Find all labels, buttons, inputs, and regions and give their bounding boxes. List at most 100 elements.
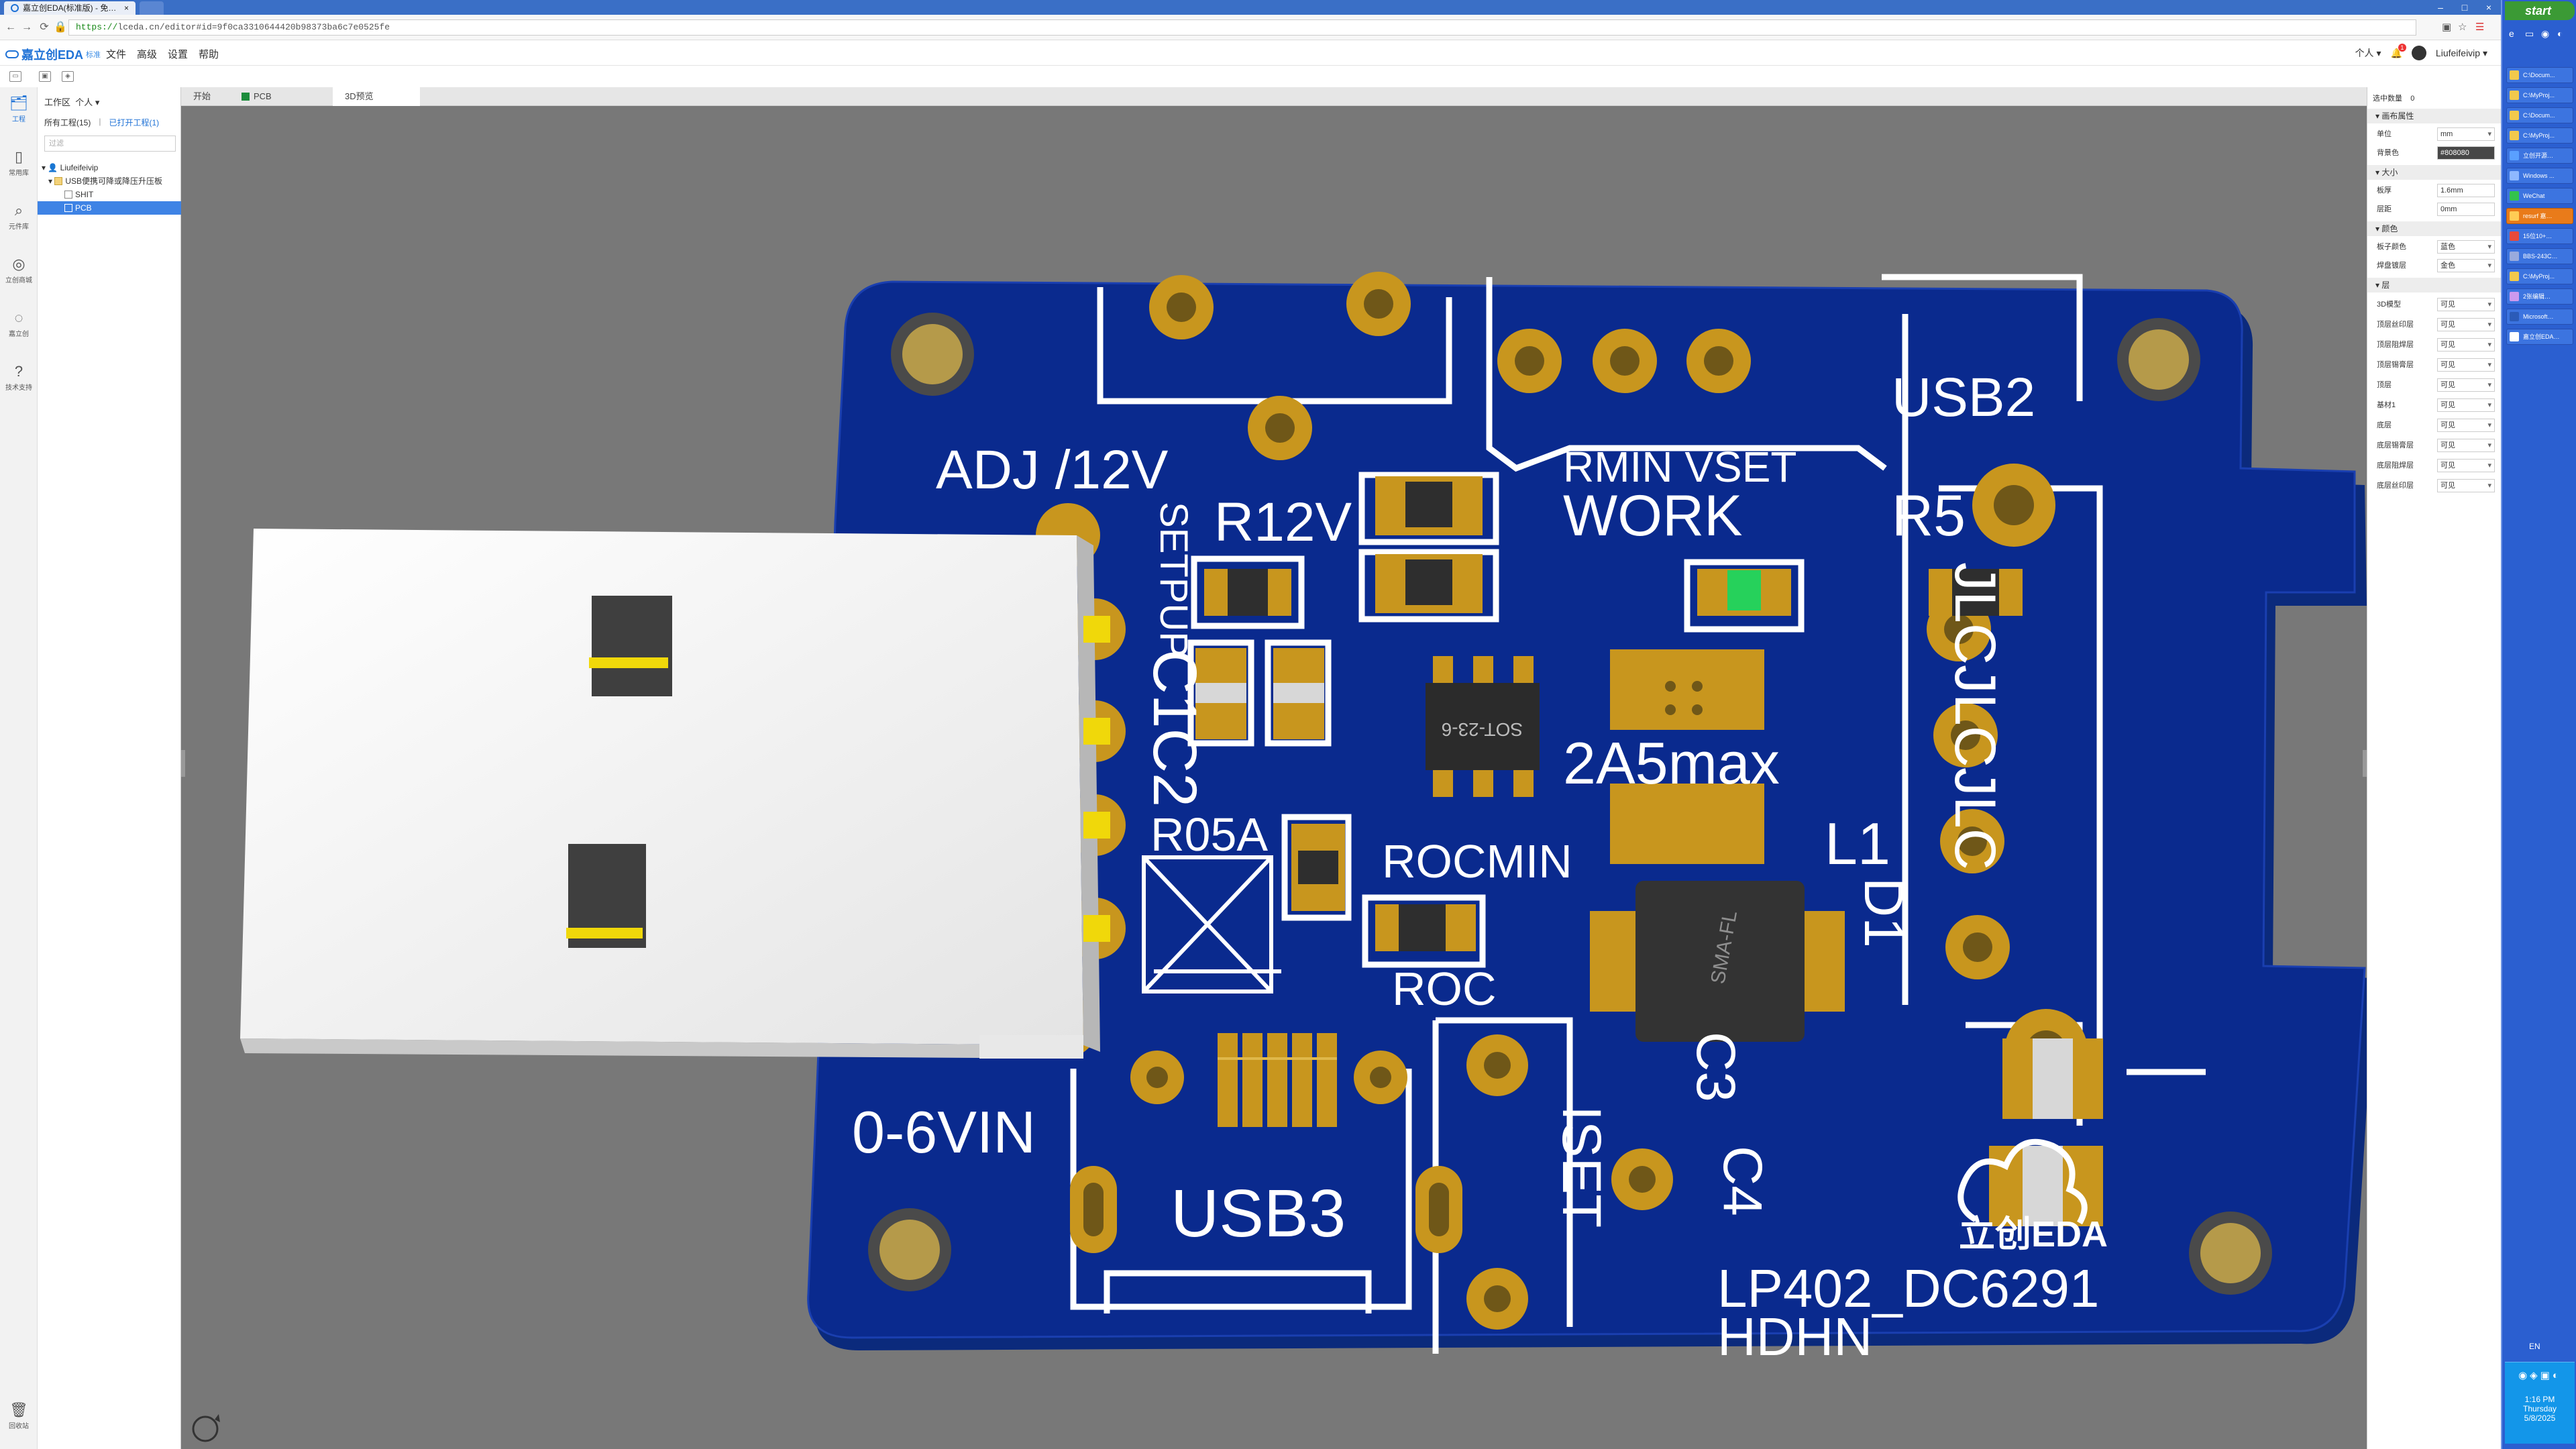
start-button[interactable]: start bbox=[2505, 1, 2575, 20]
pad-finish-select[interactable]: 金色 bbox=[2437, 259, 2495, 272]
rail-jlc[interactable]: ◌嘉立创 bbox=[0, 310, 38, 339]
rail-common-lib[interactable]: ▯常用库 bbox=[0, 149, 38, 178]
rail-support[interactable]: ?技术支持 bbox=[0, 364, 38, 392]
group-size[interactable]: ▾ 大小 bbox=[2367, 165, 2502, 180]
label-vin: 0-6VIN bbox=[852, 1099, 1036, 1165]
tab-start[interactable]: 开始 bbox=[193, 91, 211, 101]
url-field[interactable]: https://lceda.cn/editor#id=9f0ca33106444… bbox=[68, 19, 2416, 36]
rail-project-label: 工程 bbox=[12, 116, 25, 123]
store-icon: ◎ bbox=[12, 256, 25, 272]
back-arrow-icon[interactable]: ← bbox=[5, 21, 16, 33]
save-icon[interactable]: ▣ bbox=[39, 71, 51, 82]
quicklaunch-media-icon[interactable]: ◉ bbox=[2541, 28, 2550, 39]
group-canvas[interactable]: ▾ 画布属性 bbox=[2367, 109, 2502, 123]
tree-pcb[interactable]: PCB bbox=[38, 201, 181, 215]
folder-icon bbox=[54, 177, 63, 185]
minimize-button[interactable]: – bbox=[2438, 2, 2443, 13]
layer-visibility-select[interactable]: 可见 bbox=[2437, 318, 2495, 331]
lock-icon: 🔒 bbox=[54, 21, 67, 33]
rail-project[interactable]: 🗂工程 bbox=[0, 95, 38, 124]
unit-select[interactable]: mm bbox=[2437, 127, 2495, 141]
language-indicator[interactable]: EN bbox=[2529, 1342, 2540, 1351]
project-filter-input[interactable]: 过滤 bbox=[44, 136, 176, 152]
bookmark-star-icon[interactable]: ☆ bbox=[2458, 21, 2467, 33]
rail-lcsc-store[interactable]: ◎立创商城 bbox=[0, 256, 38, 285]
selection-count-value: 0 bbox=[2410, 95, 2415, 103]
bell-icon[interactable]: 🔔1 bbox=[2390, 43, 2406, 59]
pcb-3d-render[interactable]: SOT-23-6 SMA-FL ADJ /12V SET bbox=[181, 106, 2367, 1449]
layer-visibility-select[interactable]: 可见 bbox=[2437, 298, 2495, 311]
reset-view-icon[interactable] bbox=[192, 1414, 220, 1442]
taskbar-item[interactable]: 立创开源… bbox=[2506, 148, 2573, 164]
tree-user[interactable]: ▾ 👤 Liufeifeivip bbox=[42, 163, 99, 172]
folder-icon[interactable]: ▭ bbox=[9, 71, 21, 82]
3d-viewport[interactable]: SOT-23-6 SMA-FL ADJ /12V SET bbox=[181, 106, 2367, 1449]
taskbar-item[interactable]: C:\Docum... bbox=[2506, 67, 2573, 83]
taskbar-item[interactable]: C:\Docum... bbox=[2506, 107, 2573, 123]
layers-icon[interactable]: ◈ bbox=[62, 71, 74, 82]
layer-visibility-select[interactable]: 可见 bbox=[2437, 419, 2495, 432]
workspace-selector[interactable]: 工作区 个人 ▾ bbox=[44, 97, 100, 107]
layer-visibility-select[interactable]: 可见 bbox=[2437, 338, 2495, 352]
spacing-label: 层距 bbox=[2377, 205, 2392, 213]
app-logo[interactable]: 嘉立创EDA 标准 bbox=[5, 46, 101, 63]
taskbar-item[interactable]: 2张编辑… bbox=[2506, 288, 2573, 305]
taskbar-item[interactable]: WeChat bbox=[2506, 188, 2573, 204]
rail-recycle-bin[interactable]: 🗑回收站 bbox=[0, 1402, 38, 1431]
layer-visibility-select[interactable]: 可见 bbox=[2437, 378, 2495, 392]
group-color[interactable]: ▾ 颜色 bbox=[2367, 221, 2502, 236]
menu-advanced[interactable]: 高级 bbox=[137, 49, 158, 60]
thickness-input[interactable]: 1.6mm bbox=[2437, 184, 2495, 197]
layer-visibility-select[interactable]: 可见 bbox=[2437, 479, 2495, 492]
taskbar-item[interactable]: Microsoft… bbox=[2506, 309, 2573, 325]
tab-open-projects[interactable]: 已打开工程(1) bbox=[109, 118, 160, 127]
board-color-select[interactable]: 蓝色 bbox=[2437, 240, 2495, 254]
personal-menu[interactable]: 个人 ▾ bbox=[2355, 48, 2381, 58]
silkscreen-outlines bbox=[1070, 274, 2206, 1354]
taskbar-item[interactable]: Windows ... bbox=[2506, 168, 2573, 184]
tree-sheet[interactable]: SHIT bbox=[38, 188, 181, 201]
tree-project[interactable]: ▾ USB便携可降或降压升压板 bbox=[48, 176, 163, 186]
taskbar-item-label: C:\Docum... bbox=[2523, 72, 2555, 78]
layer-visibility-select[interactable]: 可见 bbox=[2437, 439, 2495, 452]
quicklaunch-desktop-icon[interactable]: ▭ bbox=[2525, 28, 2534, 39]
rail-component-lib[interactable]: ⌕元件库 bbox=[0, 203, 38, 231]
tab-pcb[interactable]: PCB bbox=[229, 87, 284, 106]
new-tab-button[interactable] bbox=[140, 1, 164, 15]
taskbar-item-active[interactable]: resurf 嘉… bbox=[2506, 208, 2573, 224]
username-menu[interactable]: Liufeifeivip ▾ bbox=[2435, 47, 2487, 58]
browser-menu-icon[interactable]: ☰ bbox=[2475, 21, 2485, 33]
extensions-icon[interactable]: ▣ bbox=[2442, 21, 2452, 33]
avatar[interactable] bbox=[2411, 46, 2426, 60]
username: Liufeifeivip bbox=[2435, 47, 2481, 58]
taskbar-item[interactable]: C:\MyProj... bbox=[2506, 268, 2573, 284]
taskbar-item[interactable]: 嘉立创EDA… bbox=[2506, 329, 2573, 345]
taskbar-item[interactable]: C:\MyProj... bbox=[2506, 127, 2573, 144]
layer-visibility-select[interactable]: 可见 bbox=[2437, 459, 2495, 472]
quicklaunch-app-icon[interactable]: ◐ bbox=[2557, 28, 2563, 39]
layer-visibility-select[interactable]: 可见 bbox=[2437, 398, 2495, 412]
browser-tab[interactable]: 嘉立创EDA(标准版) - 免… × bbox=[4, 1, 136, 15]
tray-icons[interactable]: ◉◈▣◐ bbox=[2518, 1370, 2561, 1381]
taskbar-item[interactable]: BBS-243C… bbox=[2506, 248, 2573, 264]
reload-icon[interactable]: ⟳ bbox=[40, 21, 49, 33]
quicklaunch-ie-icon[interactable]: e bbox=[2509, 28, 2514, 39]
tree-project-label: USB便携可降或降压升压板 bbox=[65, 176, 163, 186]
menu-settings[interactable]: 设置 bbox=[168, 49, 189, 60]
taskbar-item[interactable]: 15位10+… bbox=[2506, 228, 2573, 244]
group-layer[interactable]: ▾ 层 bbox=[2367, 278, 2502, 292]
forward-arrow-icon[interactable]: → bbox=[21, 21, 32, 33]
layer-visibility-select[interactable]: 可见 bbox=[2437, 358, 2495, 372]
menu-file[interactable]: 文件 bbox=[106, 49, 127, 60]
menu-help[interactable]: 帮助 bbox=[199, 49, 219, 60]
tab-3d-preview[interactable]: 3D预览 bbox=[333, 87, 420, 106]
spacing-input[interactable]: 0mm bbox=[2437, 203, 2495, 216]
close-window-button[interactable]: × bbox=[2485, 2, 2492, 13]
background-color-input[interactable]: #808080 bbox=[2437, 146, 2495, 160]
tab-close-icon[interactable]: × bbox=[123, 3, 129, 13]
tab-all-projects[interactable]: 所有工程(15) bbox=[44, 118, 91, 127]
maximize-button[interactable]: □ bbox=[2461, 2, 2468, 13]
url-scheme: https:// bbox=[76, 22, 118, 32]
taskbar-item[interactable]: C:\MyProj... bbox=[2506, 87, 2573, 103]
